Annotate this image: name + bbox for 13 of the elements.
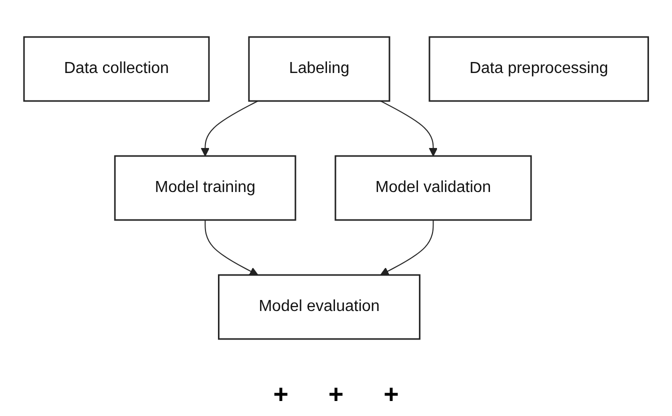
node-box: Data preprocessing (428, 36, 649, 102)
arrow (380, 220, 434, 276)
plus-sign: + (384, 378, 399, 410)
arrow (380, 100, 438, 156)
node-box: Model validation (334, 155, 532, 221)
arrow (200, 100, 258, 156)
node-box: Labeling (248, 36, 390, 102)
arrow (204, 220, 258, 276)
node-box: Model evaluation (218, 274, 420, 340)
node-box: Model training (114, 155, 296, 221)
plus-sign: + (328, 378, 344, 410)
node-box: Data collection (23, 36, 210, 102)
plus-sign: + (273, 378, 288, 410)
